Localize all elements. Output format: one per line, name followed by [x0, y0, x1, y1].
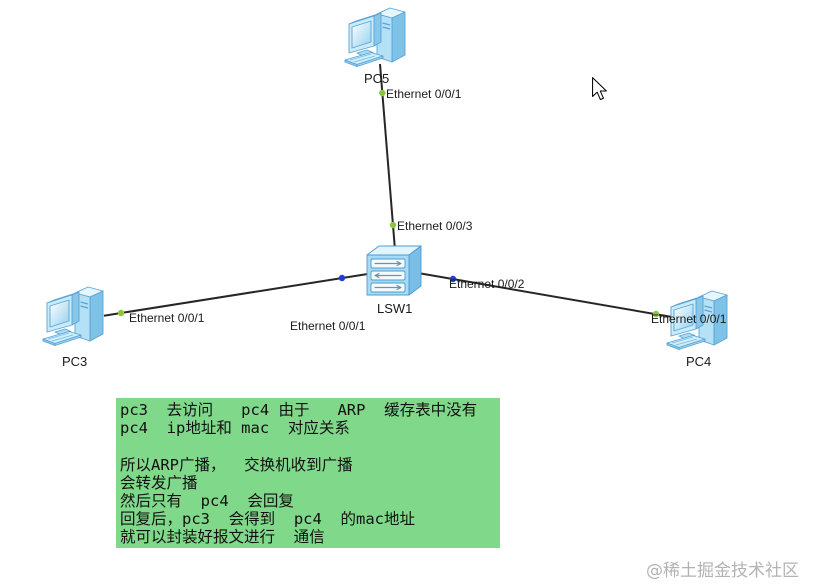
device-pc4[interactable]: PC4 [666, 290, 728, 369]
link-pc3-lsw1[interactable] [103, 272, 371, 317]
device-label-lsw1: LSW1 [377, 301, 412, 316]
watermark: @稀土掘金技术社区 [646, 561, 799, 581]
port-pc4-eth001: Ethernet 0/0/1 [651, 310, 727, 326]
note-line: 所以ARP广播， 交换机收到广播 [120, 455, 353, 474]
port-status-dot [338, 274, 346, 282]
note-line: 会转发广播 [120, 473, 198, 492]
port-label: Ethernet 0/0/1 [129, 311, 205, 325]
port-status-dot [449, 275, 457, 283]
port-label: Ethernet 0/0/3 [397, 219, 473, 233]
device-label-pc5: PC5 [364, 71, 389, 86]
note-line: 回复后，pc3 会得到 pc4 的mac地址 [120, 510, 415, 529]
port-label: Ethernet 0/0/1 [386, 87, 462, 101]
port-pc3-eth001: Ethernet 0/0/1 [117, 309, 205, 325]
arrow-cursor-icon [592, 77, 607, 101]
mouse-cursor [592, 77, 607, 101]
note-line: pc3 去访问 pc4 由于 ARP 缓存表中没有 [120, 401, 478, 419]
device-label-pc4: PC4 [686, 354, 711, 369]
port-lsw1-eth003: Ethernet 0/0/3 [389, 219, 473, 233]
device-lsw1[interactable]: LSW1 [366, 245, 422, 316]
port-lsw1-eth001: Ethernet 0/0/1 [290, 274, 366, 333]
device-pc3[interactable]: PC3 [42, 286, 104, 369]
device-label-pc3: PC3 [62, 354, 87, 369]
port-label: Ethernet 0/0/2 [449, 277, 525, 291]
note-line [120, 437, 496, 455]
pc-icon[interactable] [344, 7, 406, 68]
port-status-dot [652, 310, 660, 318]
pc-icon[interactable] [42, 286, 104, 347]
port-lsw1-eth002: Ethernet 0/0/2 [449, 275, 525, 291]
port-status-dot [389, 221, 397, 229]
port-pc5-eth001: Ethernet 0/0/1 [379, 87, 462, 101]
note-line: pc4 ip地址和 mac 对应关系 [120, 419, 350, 438]
note-line: 就可以封装好报文进行 通信 [120, 528, 325, 547]
device-pc5[interactable]: PC5 [344, 7, 406, 86]
port-status-dot [117, 309, 125, 317]
switch-icon[interactable] [366, 245, 422, 296]
port-status-dot [379, 89, 386, 97]
port-label: Ethernet 0/0/1 [651, 312, 727, 326]
note-line: 然后只有 pc4 会回复 [120, 491, 294, 510]
link-pc4-lsw1[interactable] [417, 272, 673, 318]
port-label: Ethernet 0/0/1 [290, 319, 366, 333]
text-annotation-note[interactable]: pc3 去访问 pc4 由于 ARP 缓存表中没有 pc4 ip地址和 mac … [116, 398, 500, 548]
